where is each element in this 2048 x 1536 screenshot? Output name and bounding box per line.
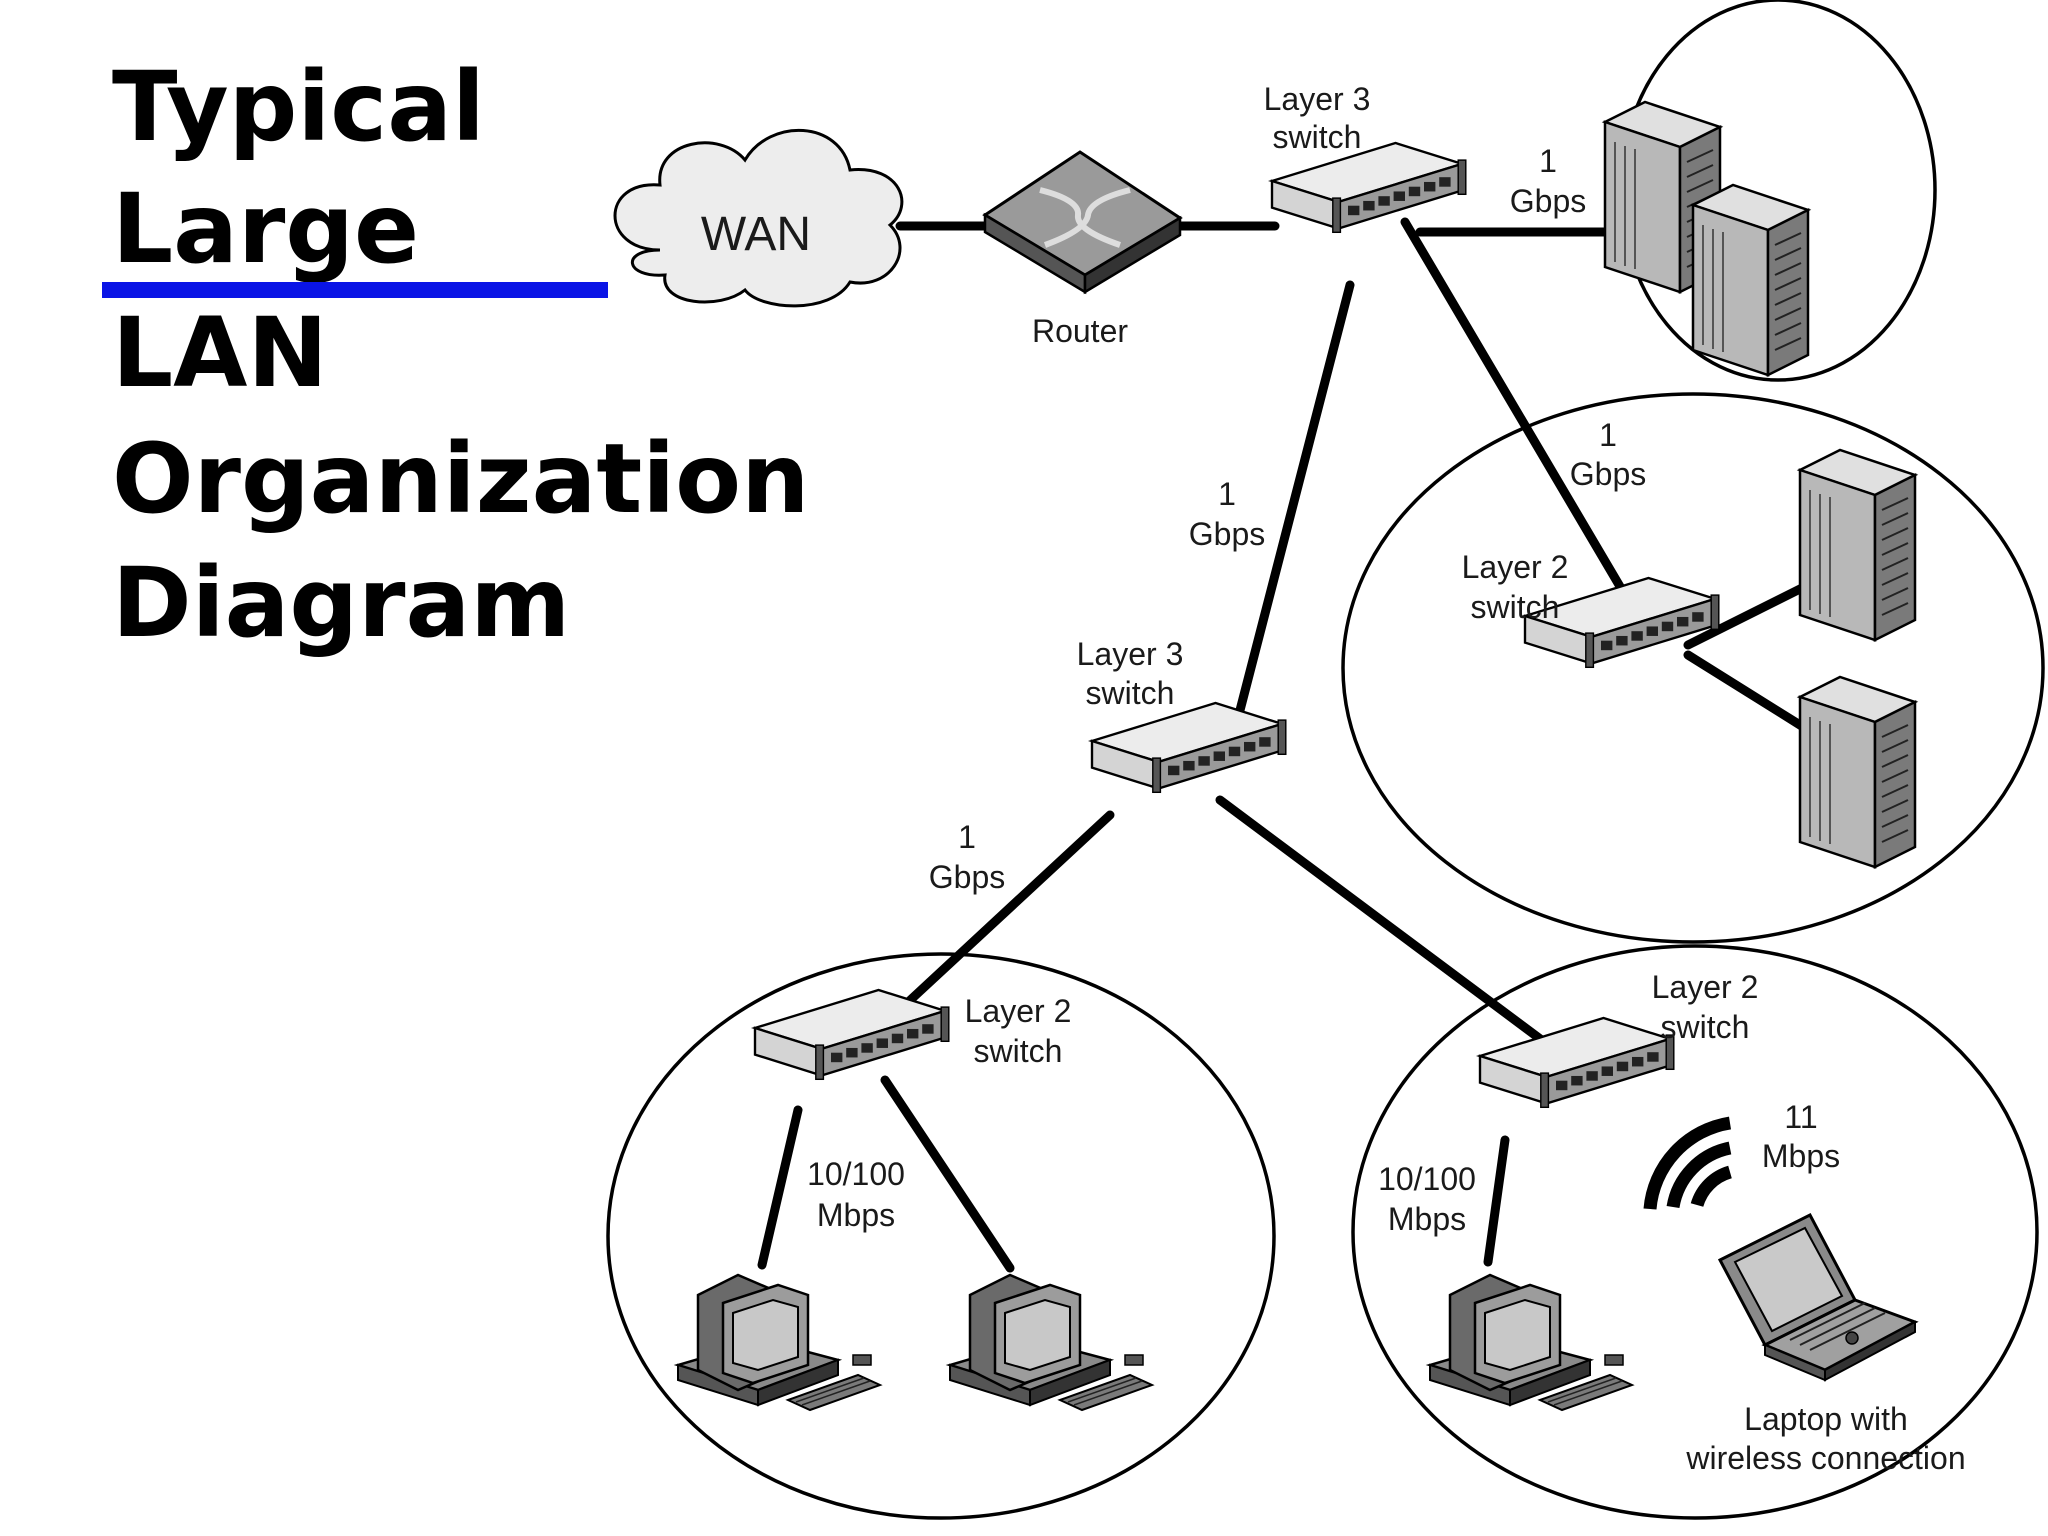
speed-wireless-2: Mbps <box>1762 1138 1840 1174</box>
link-left-pc-1 <box>757 1105 803 1270</box>
link-dist-right <box>1215 795 1560 1055</box>
right-layer2-switch: Layer 2 switch <box>1478 969 1759 1109</box>
server-layer2-switch: Layer 2 switch <box>1462 549 1720 669</box>
distribution-layer3-switch: Layer 3 switch <box>1077 636 1287 794</box>
title-line-2: Large <box>112 173 419 285</box>
left-switch-label-2: switch <box>974 1033 1063 1069</box>
speed-dist-left-2: Gbps <box>929 859 1005 895</box>
link-core-dist <box>1233 280 1355 723</box>
laptop-icon <box>1717 1213 1919 1382</box>
server-switch-label-2: switch <box>1471 589 1560 625</box>
left-layer2-switch: Layer 2 switch <box>753 988 1072 1081</box>
speed-wireless-1: 11 <box>1784 1099 1817 1135</box>
server-switch-label-1: Layer 2 <box>1462 549 1569 585</box>
speed-left-pcs-2: Mbps <box>817 1197 895 1233</box>
link-right-pc <box>1483 1135 1510 1267</box>
right-lan-circle <box>1351 944 2039 1520</box>
dist-switch-label-2: switch <box>1086 675 1175 711</box>
desktop-pc-icon <box>948 1273 1154 1412</box>
speed-core-dist-2: Gbps <box>1189 516 1265 552</box>
network-links <box>757 217 1813 1273</box>
speed-core-servers-1: 1 <box>1539 143 1557 179</box>
laptop-label-2: wireless connection <box>1685 1440 1965 1476</box>
page-title: Typical Large LAN Organization Diagram <box>112 51 809 659</box>
link-switch-server-2 <box>1683 650 1813 735</box>
link-switch-server-1 <box>1683 580 1813 650</box>
title-underline <box>102 282 608 298</box>
speed-core-server-switch-1: 1 <box>1599 417 1617 453</box>
desktop-pc-icon <box>1428 1273 1634 1412</box>
left-lan-circle <box>606 952 1276 1520</box>
server-icon <box>1798 448 1917 642</box>
wan-label: WAN <box>701 208 811 261</box>
dist-switch-label-1: Layer 3 <box>1077 636 1184 672</box>
title-line-1: Typical <box>112 51 485 163</box>
right-switch-label-1: Layer 2 <box>1652 969 1759 1005</box>
laptop-label-1: Laptop with <box>1744 1401 1908 1437</box>
left-switch-label-1: Layer 2 <box>965 993 1072 1029</box>
link-left-pc-2 <box>880 1075 1015 1273</box>
speed-core-server-switch-2: Gbps <box>1570 456 1646 492</box>
speed-right-pc-2: Mbps <box>1388 1201 1466 1237</box>
desktop-pc-icon <box>676 1273 882 1412</box>
title-line-5: Diagram <box>112 547 570 659</box>
title-line-3: LAN <box>112 297 328 409</box>
right-switch-label-2: switch <box>1661 1009 1750 1045</box>
speed-right-pc-1: 10/100 <box>1378 1161 1476 1197</box>
wireless-signal-icon <box>1643 1116 1733 1210</box>
router-arrows-icon <box>1039 187 1131 248</box>
speed-core-servers-2: Gbps <box>1510 183 1586 219</box>
core-switch-label-1: Layer 3 <box>1264 81 1371 117</box>
speed-left-pcs-1: 10/100 <box>807 1156 905 1192</box>
server-icon <box>1691 183 1810 377</box>
router-label: Router <box>1032 313 1128 349</box>
link-dist-left <box>900 810 1115 1010</box>
server-farm-circle <box>1341 392 2045 944</box>
speed-dist-left-1: 1 <box>958 819 976 855</box>
link-core-server-switch <box>1400 217 1630 600</box>
router: Router <box>982 150 1183 349</box>
speed-core-dist-1: 1 <box>1218 476 1236 512</box>
core-switch-label-2: switch <box>1273 119 1362 155</box>
server-icon <box>1798 675 1917 869</box>
title-line-4: Organization <box>112 423 809 535</box>
wan-cloud: WAN <box>613 129 904 308</box>
core-layer3-switch: Layer 3 switch <box>1264 81 1467 234</box>
